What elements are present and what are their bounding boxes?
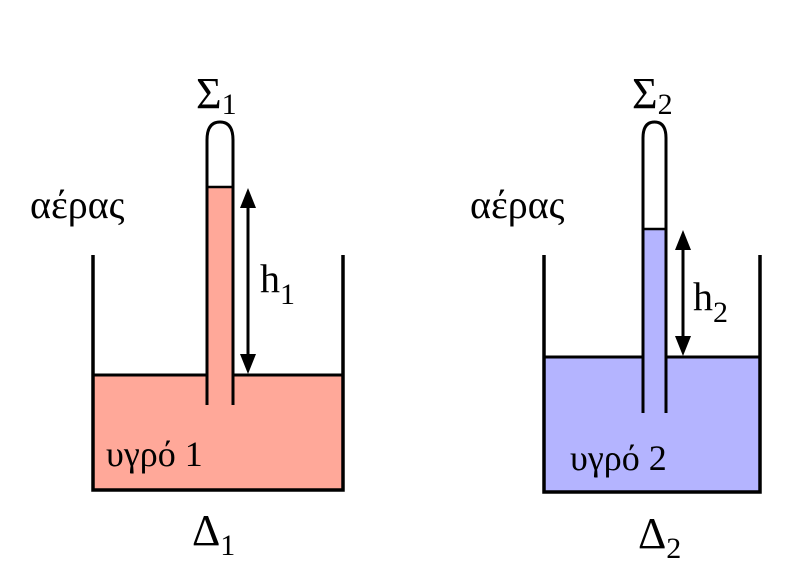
- arrow-head-down-1: [240, 354, 256, 374]
- liquid-label-2: υγρό 2: [570, 438, 667, 478]
- liquid-label-1: υγρό 1: [106, 434, 203, 474]
- liquid-1-column: [207, 187, 233, 375]
- liquid-2-bath: [544, 357, 760, 492]
- capillary-tube-1: [205, 120, 235, 405]
- arrow-head-up-1: [240, 188, 256, 208]
- height-label-2: h2: [693, 274, 728, 329]
- left-setup: Σ1 αέρας h1 υγρό 1 Δ1: [30, 69, 345, 562]
- bottom-label-1: Δ1: [192, 506, 235, 562]
- liquid-1-bath: [93, 375, 343, 490]
- top-label-2: Σ2: [632, 69, 673, 121]
- arrow-head-down-2: [675, 336, 691, 356]
- top-label-1: Σ1: [196, 69, 237, 121]
- container-1: [91, 255, 345, 492]
- arrow-head-up-2: [675, 230, 691, 250]
- liquid-2-column: [643, 229, 666, 357]
- height-label-1: h1: [260, 256, 295, 311]
- air-label-1: αέρας: [30, 182, 125, 227]
- container-2: [542, 255, 762, 494]
- air-label-2: αέρας: [470, 182, 565, 227]
- right-setup: Σ2 αέρας h2 υγρό 2 Δ2: [470, 69, 762, 565]
- capillary-tube-2: [641, 120, 668, 413]
- bottom-label-2: Δ2: [638, 509, 681, 565]
